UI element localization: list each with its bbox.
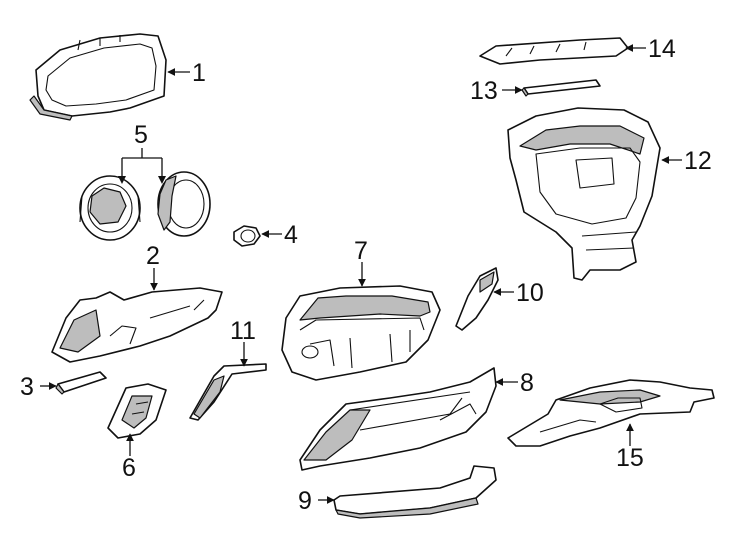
leader-5-arrow-a	[118, 176, 126, 184]
callout-8: 8	[520, 369, 534, 397]
callout-1: 1	[192, 59, 206, 87]
part-11-side-trim	[189, 363, 267, 421]
part-14-vent-strip	[479, 37, 629, 65]
leader-5	[121, 148, 163, 180]
part-15-floor-panel	[507, 379, 715, 447]
callout-4: 4	[284, 221, 298, 249]
part-4-knob	[233, 225, 261, 247]
part-10-bracket	[455, 267, 499, 331]
part-6-switch-bezel	[107, 383, 167, 439]
part-5-gauge-housings	[79, 171, 211, 241]
part-12-center-stack	[507, 107, 661, 281]
callout-12: 12	[684, 147, 712, 175]
callout-7: 7	[354, 237, 368, 265]
leader-5-arrow-b	[158, 176, 166, 184]
callout-10: 10	[516, 279, 544, 307]
part-3-trim	[55, 371, 107, 395]
part-2-dash-panel	[51, 287, 223, 363]
callout-9: 9	[298, 487, 312, 515]
part-8-glove-box-door	[299, 367, 497, 471]
part-7-glove-box	[281, 285, 441, 381]
callout-11: 11	[230, 317, 256, 345]
callout-5: 5	[134, 121, 148, 149]
callout-6: 6	[122, 454, 136, 482]
part-1-cluster-bezel	[29, 33, 167, 121]
callout-2: 2	[146, 242, 160, 270]
callout-3: 3	[20, 373, 34, 401]
callout-13: 13	[470, 77, 498, 105]
part-9-lower-bar	[333, 465, 497, 519]
callout-14: 14	[648, 35, 676, 63]
part-13-trim-strip	[521, 79, 601, 97]
callout-15: 15	[616, 444, 644, 472]
